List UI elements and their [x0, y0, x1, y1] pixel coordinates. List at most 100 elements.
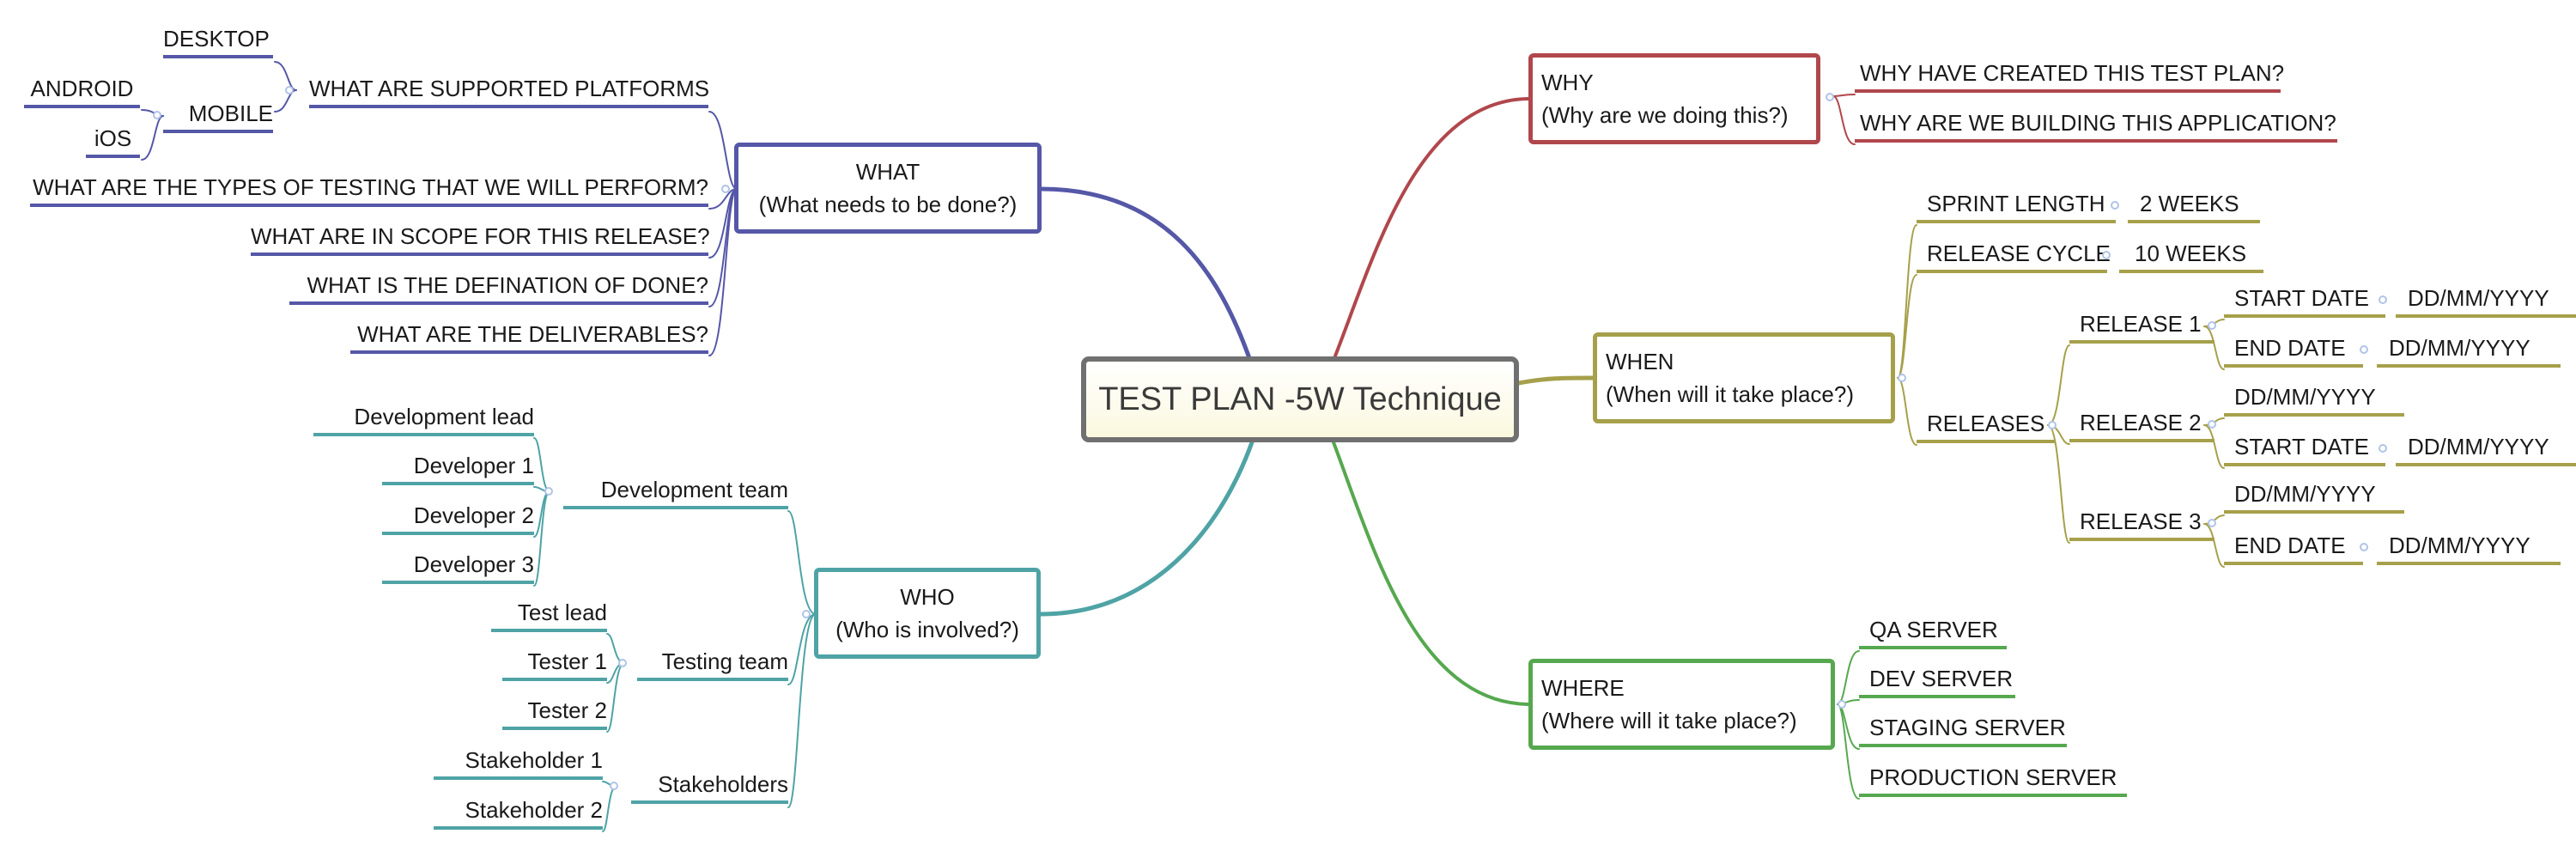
- when-sprint-label[interactable]: SPRINT LENGTH: [1917, 191, 2116, 223]
- topic-when[interactable]: WHEN (When will it take place?): [1593, 332, 1895, 423]
- connector-releases-r3: [2047, 424, 2070, 544]
- collapse-release-3-end-icon[interactable]: [2360, 543, 2368, 551]
- when-release-1-start-label[interactable]: START DATE: [2224, 285, 2385, 318]
- topic-when-subtitle: (When will it take place?): [1606, 381, 1854, 407]
- when-releases-label[interactable]: RELEASES: [1917, 411, 2056, 443]
- when-sprint-value[interactable]: 2 WEEKS: [2128, 191, 2260, 223]
- when-release-1-end-value[interactable]: DD/MM/YYYY: [2377, 335, 2561, 368]
- who-stakeholders[interactable]: Stakeholders: [631, 771, 788, 804]
- what-platforms-android[interactable]: ANDROID: [24, 76, 140, 108]
- connector-devteam-dev3: [533, 490, 550, 587]
- connector-devteam-lead: [533, 437, 550, 492]
- collapse-when-icon[interactable]: [1898, 374, 1906, 382]
- when-release-3-end-value[interactable]: DD/MM/YYYY: [2377, 533, 2561, 565]
- connector-mobile-ios: [141, 115, 164, 161]
- when-release-3[interactable]: RELEASE 3: [2069, 508, 2215, 541]
- connector-what: [1038, 186, 1252, 361]
- who-devteam-member[interactable]: Developer 2: [382, 502, 534, 535]
- what-platforms-mobile[interactable]: MOBILE: [163, 100, 273, 133]
- who-devteam-member[interactable]: Developer 1: [382, 453, 534, 485]
- topic-where-title: WHERE: [1541, 675, 1625, 701]
- why-item[interactable]: WHY HAVE CREATED THIS TEST PLAN?: [1855, 60, 2284, 93]
- when-release-3-end-label[interactable]: END DATE: [2224, 533, 2363, 565]
- collapse-release-1-icon[interactable]: [2208, 321, 2216, 330]
- collapse-releases-icon[interactable]: [2048, 421, 2057, 429]
- collapse-sprint-icon[interactable]: [2111, 201, 2119, 210]
- when-release-2[interactable]: RELEASE 2: [2069, 410, 2215, 442]
- collapse-what-icon[interactable]: [721, 185, 730, 193]
- topic-who-title: WHO: [900, 584, 955, 610]
- when-release-1-end-label[interactable]: END DATE: [2224, 335, 2363, 368]
- connector-when-sprint: [1897, 224, 1917, 379]
- topic-why-subtitle: (Why are we doing this?): [1541, 102, 1789, 128]
- who-devteam-member[interactable]: Development lead: [313, 404, 534, 436]
- collapse-release-1-start-icon[interactable]: [2379, 295, 2387, 304]
- where-item[interactable]: DEV SERVER: [1859, 666, 2015, 698]
- when-release-cycle-label[interactable]: RELEASE CYCLE: [1917, 240, 2111, 273]
- what-item-done[interactable]: WHAT IS THE DEFINATION OF DONE?: [289, 272, 708, 305]
- central-topic[interactable]: TEST PLAN -5W Technique: [1081, 356, 1519, 442]
- when-release-2-start-label[interactable]: START DATE: [2224, 434, 2385, 466]
- topic-where[interactable]: WHERE (Where will it take place?): [1528, 659, 1835, 750]
- what-item-deliverables[interactable]: WHAT ARE THE DELIVERABLES?: [350, 321, 708, 354]
- collapse-release-2-start-icon[interactable]: [2379, 444, 2387, 453]
- who-stakeholder-member[interactable]: Stakeholder 1: [434, 747, 603, 780]
- when-release-1-start-value[interactable]: DD/MM/YYYY: [2396, 285, 2576, 318]
- collapse-release-2-icon[interactable]: [2208, 420, 2216, 429]
- connector-what-deliverables: [708, 188, 738, 356]
- topic-who-subtitle: (Who is involved?): [835, 617, 1019, 642]
- who-devteam[interactable]: Development team: [563, 477, 788, 509]
- collapse-where-icon[interactable]: [1838, 700, 1846, 709]
- who-stakeholder-member[interactable]: Stakeholder 2: [434, 797, 603, 830]
- who-testteam-member[interactable]: Test lead: [491, 600, 607, 632]
- collapse-platforms-icon[interactable]: [285, 86, 294, 94]
- where-item[interactable]: QA SERVER: [1859, 617, 2007, 649]
- connector-who: [1038, 440, 1255, 617]
- topic-who[interactable]: WHO (Who is involved?): [814, 568, 1041, 659]
- collapse-release-1-end-icon[interactable]: [2360, 345, 2368, 354]
- where-item[interactable]: STAGING SERVER: [1859, 715, 2067, 747]
- topic-when-title: WHEN: [1606, 349, 1674, 374]
- connector-who-testteam: [787, 613, 817, 685]
- topic-what-title: WHAT: [855, 159, 920, 185]
- what-platforms-desktop[interactable]: DESKTOP: [163, 26, 273, 58]
- collapse-why-icon[interactable]: [1826, 93, 1834, 101]
- collapse-mobile-icon[interactable]: [153, 111, 161, 119]
- collapse-testteam-icon[interactable]: [618, 659, 627, 667]
- what-item-types[interactable]: WHAT ARE THE TYPES OF TESTING THAT WE WI…: [30, 174, 708, 207]
- who-testteam-member[interactable]: Tester 2: [502, 697, 607, 730]
- collapse-who-icon[interactable]: [802, 610, 811, 618]
- connector-stake-2: [602, 785, 617, 832]
- topic-why[interactable]: WHY (Why are we doing this?): [1528, 53, 1820, 144]
- topic-where-subtitle: (Where will it take place?): [1541, 708, 1797, 733]
- who-testteam-member[interactable]: Tester 1: [502, 648, 607, 681]
- connector-when-releases: [1897, 377, 1917, 446]
- where-item[interactable]: PRODUCTION SERVER: [1859, 764, 2127, 797]
- connector-platforms-desktop: [274, 61, 297, 91]
- who-testteam[interactable]: Testing team: [637, 648, 788, 681]
- collapse-stakeholders-icon[interactable]: [610, 782, 618, 790]
- topic-what[interactable]: WHAT (What needs to be done?): [734, 143, 1042, 234]
- when-release-1[interactable]: RELEASE 1: [2069, 311, 2215, 344]
- connector-where-prod: [1837, 703, 1860, 800]
- what-platforms-ios[interactable]: iOS: [86, 125, 140, 158]
- connector-who-devteam: [787, 510, 817, 615]
- connector-testteam-t2: [606, 662, 625, 733]
- when-release-cycle-value[interactable]: 10 WEEKS: [2119, 240, 2263, 273]
- topic-why-title: WHY: [1541, 70, 1594, 95]
- who-devteam-member[interactable]: Developer 3: [382, 551, 534, 584]
- what-platforms[interactable]: WHAT ARE SUPPORTED PLATFORMS: [309, 76, 709, 108]
- connector-r2-start: [2203, 424, 2225, 469]
- when-release-2-start-value[interactable]: DD/MM/YYYY: [2396, 434, 2576, 466]
- connector-why: [1333, 97, 1532, 360]
- what-item-scope[interactable]: WHAT ARE IN SCOPE FOR THIS RELEASE?: [251, 223, 710, 256]
- when-release-2-date[interactable]: DD/MM/YYYY: [2224, 384, 2404, 417]
- collapse-release-cycle-icon[interactable]: [2102, 251, 2111, 259]
- connector-why-2: [1832, 95, 1856, 145]
- when-release-3-date[interactable]: DD/MM/YYYY: [2224, 481, 2404, 514]
- collapse-devteam-icon[interactable]: [544, 487, 553, 496]
- collapse-release-3-icon[interactable]: [2208, 519, 2216, 527]
- connector-why-1: [1832, 94, 1856, 97]
- why-item[interactable]: WHY ARE WE BUILDING THIS APPLICATION?: [1855, 110, 2337, 143]
